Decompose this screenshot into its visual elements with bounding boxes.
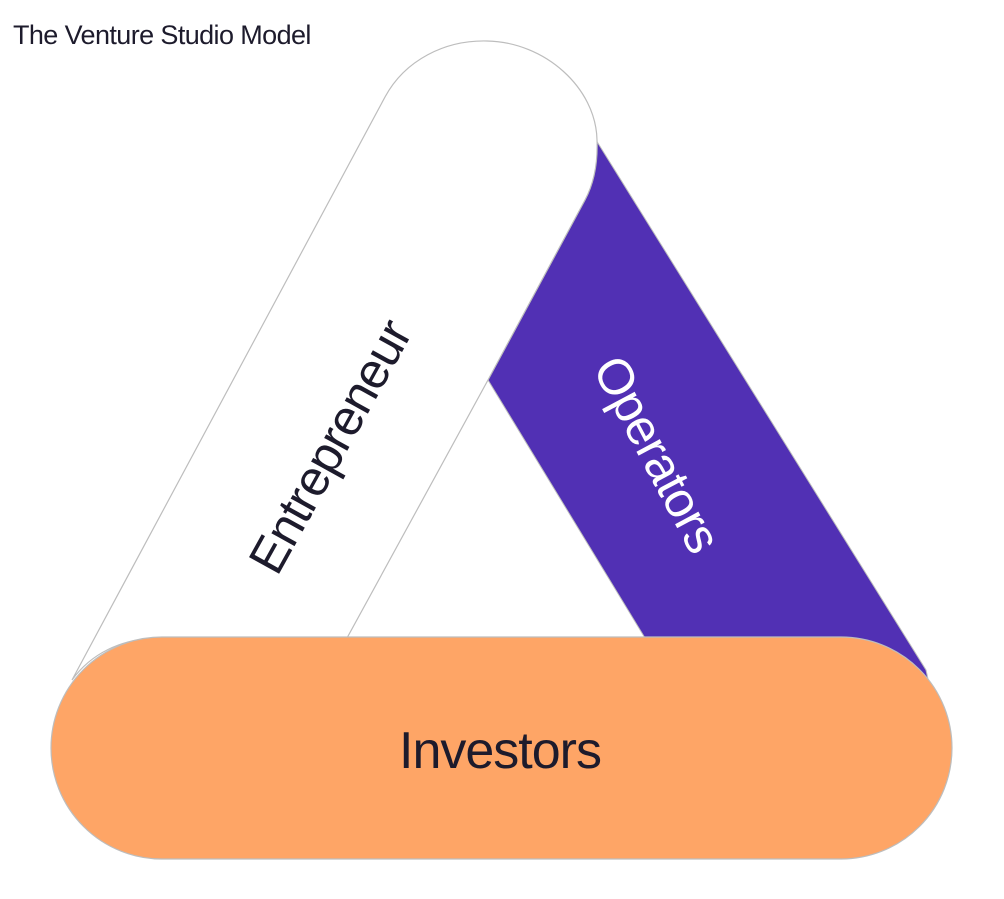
page-title: The Venture Studio Model: [13, 20, 311, 50]
investors-label: Investors: [399, 722, 601, 780]
investors-pillar: [50, 636, 953, 860]
